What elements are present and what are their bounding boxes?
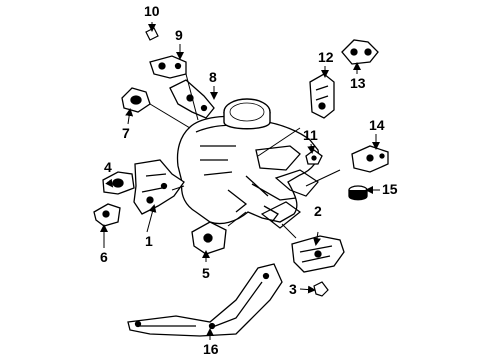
mount-part-6 [93,203,121,227]
mount-part-7 [121,87,151,113]
callout-8: 8 [209,69,217,85]
mount-part-2 [291,235,345,273]
mount-part-3 [313,281,329,297]
callout-13: 13 [350,75,366,91]
transmission [260,169,319,229]
callout-5: 5 [202,265,210,281]
callout-10: 10 [144,3,160,19]
leader-lines [100,22,380,340]
callout-11: 11 [303,127,318,143]
callout-3: 3 [289,281,297,297]
mount-part-12 [309,73,335,119]
callout-12: 12 [318,49,334,65]
callout-16: 16 [203,341,219,357]
mount-part-15 [348,185,368,201]
mount-part-11 [305,149,323,165]
mount-part-8 [169,79,215,119]
callout-14: 14 [369,117,385,133]
callout-4: 4 [104,159,112,175]
air-cleaner [223,98,271,130]
callout-2: 2 [314,203,322,219]
mount-part-5 [191,221,227,255]
mount-part-13 [341,39,379,65]
mount-part-14 [351,145,389,173]
callout-9: 9 [175,27,183,43]
mount-part-4 [102,171,135,195]
callout-7: 7 [122,125,130,141]
engine-block [176,115,319,225]
callout-labels: 1 2 3 4 5 6 7 8 9 10 11 12 13 14 15 16 [100,3,398,357]
mount-part-9 [149,55,187,79]
callout-15: 15 [382,181,398,197]
callout-1: 1 [145,233,153,249]
mount-bracket-1 [133,159,185,215]
callout-6: 6 [100,249,108,265]
